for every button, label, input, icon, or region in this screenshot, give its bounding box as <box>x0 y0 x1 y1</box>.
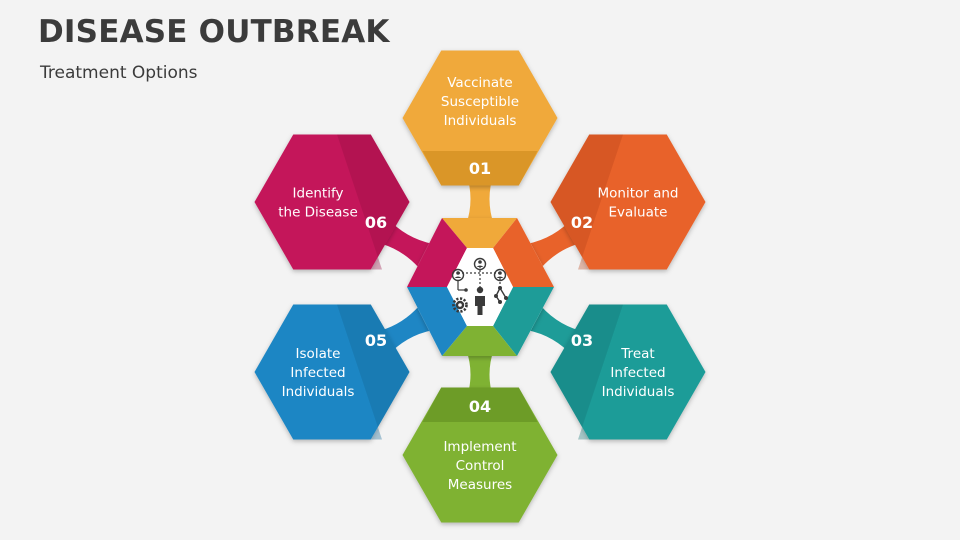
center-ring-segment <box>407 218 467 287</box>
step-label-line: Individuals <box>444 113 517 129</box>
page-title: DISEASE OUTBREAK <box>38 14 390 50</box>
step-label-line: Control <box>456 458 505 474</box>
step-number: 01 <box>469 159 491 178</box>
step-label-line: Measures <box>448 477 512 493</box>
step-label-line: Implement <box>443 439 516 455</box>
step-number: 02 <box>571 213 593 232</box>
center-ring-segment <box>493 218 554 287</box>
step-label-line: Identify <box>293 186 344 202</box>
step-label-line: Isolate <box>296 346 341 362</box>
step-hexagon <box>254 304 410 440</box>
step-label-line: Vaccinate <box>447 75 512 91</box>
step-hexagon <box>550 304 706 440</box>
step-facet <box>550 304 623 440</box>
step-label-line: Infected <box>610 365 665 381</box>
center-ring-segment <box>493 287 554 356</box>
step-label-line: Infected <box>290 365 345 381</box>
step-label-line: Evaluate <box>609 205 668 221</box>
step-facet <box>337 134 410 270</box>
step-06: Identify the Disease 06 <box>254 134 410 270</box>
step-number: 06 <box>365 213 387 232</box>
step-label-line: Susceptible <box>441 94 519 110</box>
step-number: 03 <box>571 331 593 350</box>
page-subtitle: Treatment Options <box>40 63 198 83</box>
step-label-line: Monitor and <box>597 186 678 202</box>
connectors <box>372 173 588 400</box>
step-number: 04 <box>469 397 491 416</box>
step-number: 05 <box>365 331 387 350</box>
step-facet <box>337 304 410 440</box>
step-hexagon <box>550 134 706 270</box>
step-connector <box>466 349 494 400</box>
step-facet <box>550 134 623 270</box>
step-label-line: Individuals <box>602 384 675 400</box>
center-ring-segment <box>407 287 467 356</box>
step-facet <box>422 387 538 422</box>
step-hexagons: VaccinateSusceptibleIndividuals01Monitor… <box>254 50 706 523</box>
center-hexagon <box>407 218 554 356</box>
step-label-line: the Disease <box>278 205 358 221</box>
step-connector <box>466 173 494 225</box>
step-facet <box>422 151 538 186</box>
step-hexagon <box>254 134 410 270</box>
people-network-gear-icon <box>451 257 508 315</box>
step-label-line: Individuals <box>282 384 355 400</box>
step-label-line: Treat <box>620 346 654 362</box>
